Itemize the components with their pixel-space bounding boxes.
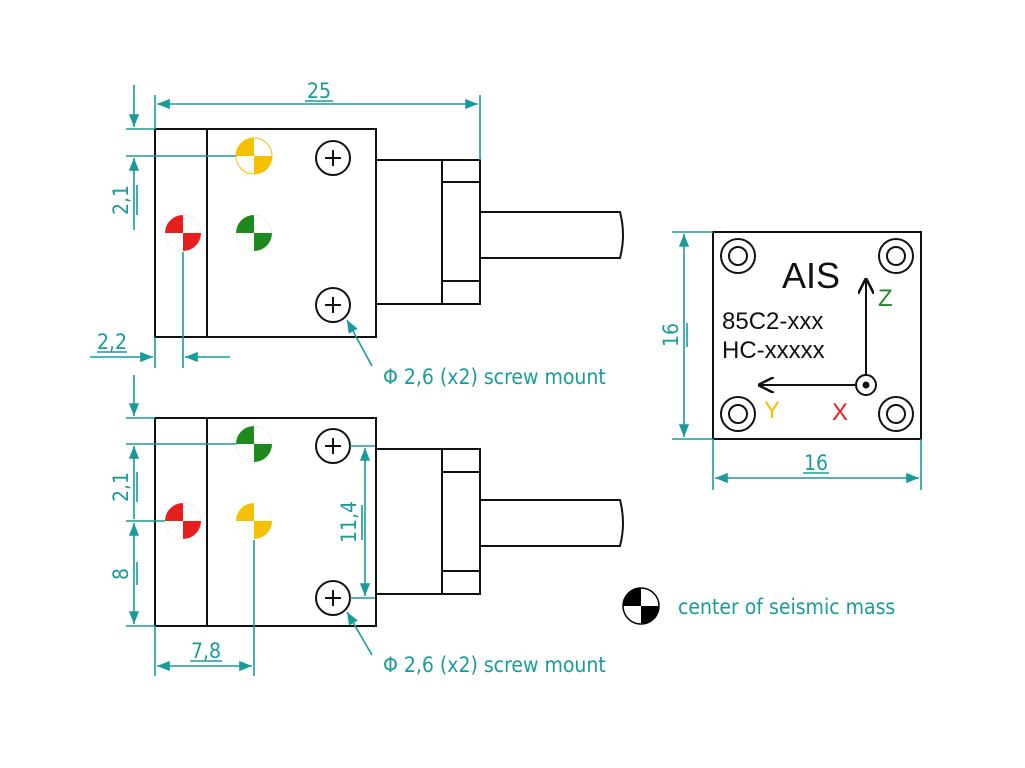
bottom-view: 2,1 8 7,8 11,4 Φ 2,6 (x2) screw mount xyxy=(109,375,624,677)
face-dim-width: 16 xyxy=(804,451,828,475)
top-dim-width: 25 xyxy=(307,79,331,103)
seismic-mass-icon xyxy=(622,587,660,625)
bottom-cable xyxy=(480,499,624,547)
top-view: 25 2,1 2,2 Φ 2,6 (x2) screw mount xyxy=(90,79,624,389)
bottom-connector-nut xyxy=(441,448,481,595)
face-view: AIS 85C2-xxx HC-xxxxx Z Y X 16 16 xyxy=(659,231,922,490)
bottom-connector xyxy=(375,448,443,595)
bottom-dim-vertical-bottom: 8 xyxy=(109,568,133,580)
face-mount-hole-top-left xyxy=(720,238,756,274)
legend: center of seismic mass xyxy=(622,587,895,625)
axis-y-label: Y xyxy=(764,397,780,424)
bottom-dim-vertical-top: 2,1 xyxy=(109,472,133,502)
top-red-mass-icon xyxy=(165,215,201,251)
face-body xyxy=(712,231,922,440)
bottom-dim-hole-spacing: 11,4 xyxy=(337,501,361,543)
face-brand: AIS xyxy=(782,255,840,296)
bottom-screw-hole-upper xyxy=(315,428,351,464)
face-mount-hole-top-right xyxy=(878,238,914,274)
bottom-green-mass-icon xyxy=(236,426,272,462)
top-connector xyxy=(375,159,443,305)
top-cable xyxy=(480,211,624,259)
top-dim-vertical: 2,1 xyxy=(109,185,133,215)
top-yellow-mass-icon xyxy=(235,137,273,175)
top-dim-horizontal: 2,2 xyxy=(97,330,127,354)
face-model: 85C2-xxx xyxy=(722,308,823,335)
bottom-dim-horizontal: 7,8 xyxy=(191,639,221,663)
axis-z-label: Z xyxy=(878,285,893,312)
face-dim-height: 16 xyxy=(659,323,683,347)
top-screw-hole-lower xyxy=(315,287,351,323)
top-screw-note: Φ 2,6 (x2) screw mount xyxy=(383,365,606,389)
top-connector-nut xyxy=(441,159,481,305)
bottom-yellow-mass-icon xyxy=(236,503,272,539)
legend-text: center of seismic mass xyxy=(678,595,895,619)
top-screw-hole-upper xyxy=(315,140,351,176)
axis-x-label: X xyxy=(832,399,848,426)
bottom-red-mass-icon xyxy=(165,503,201,539)
bottom-screw-note: Φ 2,6 (x2) screw mount xyxy=(383,653,606,677)
bottom-screw-hole-lower xyxy=(315,580,351,616)
face-serial: HC-xxxxx xyxy=(722,337,825,364)
face-mount-hole-bottom-right xyxy=(878,396,914,432)
top-green-mass-icon xyxy=(236,215,272,251)
face-mount-hole-bottom-left xyxy=(720,396,756,432)
